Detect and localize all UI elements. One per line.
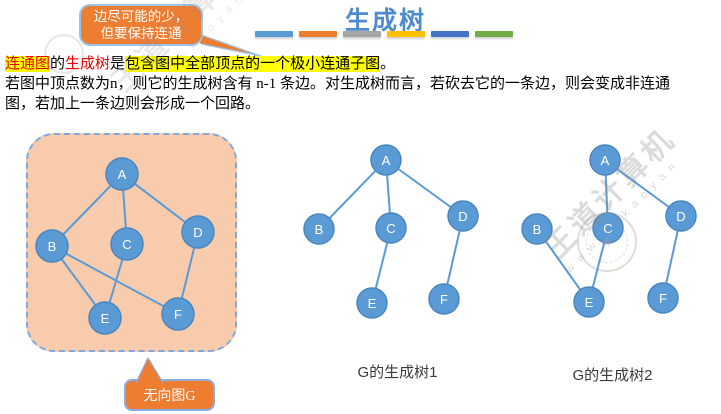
node-label-E: E bbox=[585, 295, 594, 310]
edge-A-B bbox=[318, 159, 387, 230]
node-label-E: E bbox=[368, 296, 377, 311]
edge-B-E bbox=[536, 228, 590, 303]
divider-dash bbox=[299, 31, 337, 37]
spanning-tree-2-caption: G的生成树2 bbox=[572, 367, 653, 384]
node-A bbox=[589, 144, 621, 176]
page-title: 生成树 bbox=[344, 8, 426, 35]
divider-dash bbox=[431, 31, 469, 37]
node-label-A: A bbox=[601, 153, 610, 168]
edge-A-C bbox=[604, 159, 609, 229]
node-E bbox=[573, 286, 605, 318]
edge-C-E bbox=[588, 227, 609, 303]
body-line-2: 若图中顶点数为n，则它的生成树含有 n-1 条边。对生成树而言，若砍去它的一条边… bbox=[5, 76, 670, 92]
divider-dash bbox=[343, 31, 381, 37]
edge-D-F bbox=[443, 215, 464, 300]
definition-highlight: 包含图中全部顶点的一个极小连通子图 bbox=[125, 56, 381, 72]
callout-undirected-graph-label: 无向图G bbox=[143, 389, 196, 404]
node-C bbox=[592, 212, 624, 244]
node-label-A: A bbox=[382, 153, 391, 168]
title-divider-dashes bbox=[255, 31, 513, 37]
node-D bbox=[665, 200, 697, 232]
divider-dash bbox=[255, 31, 293, 37]
node-F bbox=[647, 282, 679, 314]
spanning-tree-1: A B C D E F bbox=[303, 144, 479, 319]
spanning-tree-2: A B C D E F bbox=[521, 144, 697, 318]
divider-dash bbox=[475, 31, 513, 37]
node-D bbox=[447, 200, 479, 232]
node-label-D: D bbox=[458, 209, 467, 224]
node-C bbox=[375, 212, 407, 244]
watermark-text-small: www.cskaoyan bbox=[563, 156, 683, 276]
node-label-F: F bbox=[659, 291, 667, 306]
node-B bbox=[521, 213, 553, 245]
spanning-tree-1-caption: G的生成树1 bbox=[357, 364, 438, 381]
node-A bbox=[370, 144, 402, 176]
term-spanning-tree: 生成树 bbox=[65, 56, 111, 72]
node-label-C: C bbox=[386, 221, 395, 236]
body-line-1: 连通图的生成树是包含图中全部顶点的一个极小连通子图。 bbox=[5, 56, 396, 72]
edge-A-D bbox=[385, 159, 464, 217]
undirected-graph-panel bbox=[26, 133, 237, 352]
body-line-3: 图，若加上一条边则会形成一个回路。 bbox=[5, 96, 261, 112]
edge-D-F bbox=[662, 215, 682, 299]
node-E bbox=[356, 287, 388, 319]
edge-A-D bbox=[604, 159, 682, 217]
watermark-seal-icon: ★ bbox=[577, 212, 637, 272]
node-label-D: D bbox=[676, 209, 685, 224]
term-connected-graph: 连通图 bbox=[5, 56, 51, 72]
edge-A-C bbox=[385, 159, 392, 229]
node-label-B: B bbox=[315, 222, 324, 237]
node-label-B: B bbox=[533, 222, 542, 237]
node-B bbox=[303, 213, 335, 245]
divider-dash bbox=[387, 31, 425, 37]
body-text: 连通图的生成树是包含图中全部顶点的一个极小连通子图。 若图中顶点数为n，则它的生… bbox=[5, 54, 717, 114]
node-label-C: C bbox=[603, 221, 612, 236]
edge-C-E bbox=[371, 227, 392, 304]
node-F bbox=[428, 283, 460, 315]
callout-top-text: 边尽可能的少， 但要保持连通 bbox=[93, 9, 189, 41]
node-label-F: F bbox=[440, 292, 448, 307]
